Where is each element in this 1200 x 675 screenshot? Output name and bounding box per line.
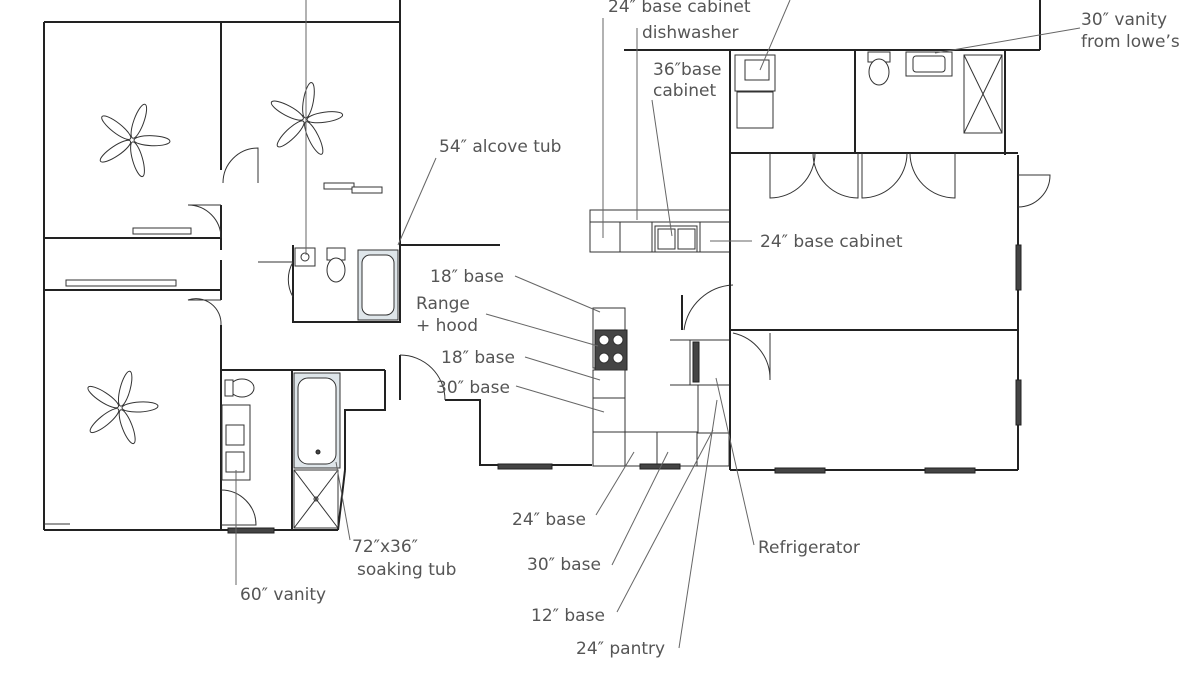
kitchen [497,209,734,470]
leader-lines [235,0,1081,649]
label-24-base-cabinet-top: 24″ base cabinet [608,0,751,17]
label-24-base-bottom: 24″ base [512,510,586,530]
label-24-pantry: 24″ pantry [576,639,665,659]
label-soaking-tub-line2: soaking tub [357,560,456,580]
bathtub-icon [293,372,341,469]
closet-shelves [44,182,383,525]
label-range-line1: Range [416,294,470,314]
sink-icon [905,51,953,77]
sink-icon [734,54,776,129]
label-18-base-mid: 18″ base [441,348,515,368]
label-36-base-cabinet-line1: 36″base [653,60,722,80]
label-refrigerator: Refrigerator [758,538,860,558]
label-12-base: 12″ base [531,606,605,626]
ceiling-fan-icon [87,370,159,445]
toilet-icon [867,51,891,86]
master-bath [221,372,341,534]
door-swing-icon [187,147,446,526]
sink-icon [225,424,245,473]
label-30-base-mid: 30″ base [436,378,510,398]
labels: 24″ base cabinet dishwasher 36″base cabi… [240,0,1180,659]
label-dishwasher: dishwasher [642,23,739,43]
right-wing-fixtures [734,51,1003,134]
ceiling-fan-icon [270,82,344,155]
range-icon [594,329,628,371]
label-30-vanity-line1: 30″ vanity [1081,10,1167,30]
label-24-base-cabinet-right: 24″ base cabinet [760,232,903,252]
label-soaking-tub-line1: 72″x36″ [352,537,418,557]
left-wing-walls [43,0,592,531]
label-alcove-tub: 54″ alcove tub [439,137,561,157]
label-36-base-cabinet-line2: cabinet [653,81,717,101]
door-swing-icon [732,152,1051,381]
shower-icon [293,469,339,529]
label-range-line2: + hood [416,316,478,336]
toilet-icon [326,247,346,283]
label-18-base-top: 18″ base [430,267,504,287]
toilet-icon [224,378,255,398]
sink-icon [654,225,698,253]
label-30-base-bottom: 30″ base [527,555,601,575]
ceiling-fan-icon [99,103,171,178]
right-wing-walls [624,0,1041,474]
label-60-vanity: 60″ vanity [240,585,326,605]
label-30-vanity-line2: from lowe’s [1081,32,1180,52]
hall-bath [294,247,399,321]
bathtub-icon [357,249,399,321]
sink-icon [294,247,316,267]
shower-icon [963,54,1003,134]
